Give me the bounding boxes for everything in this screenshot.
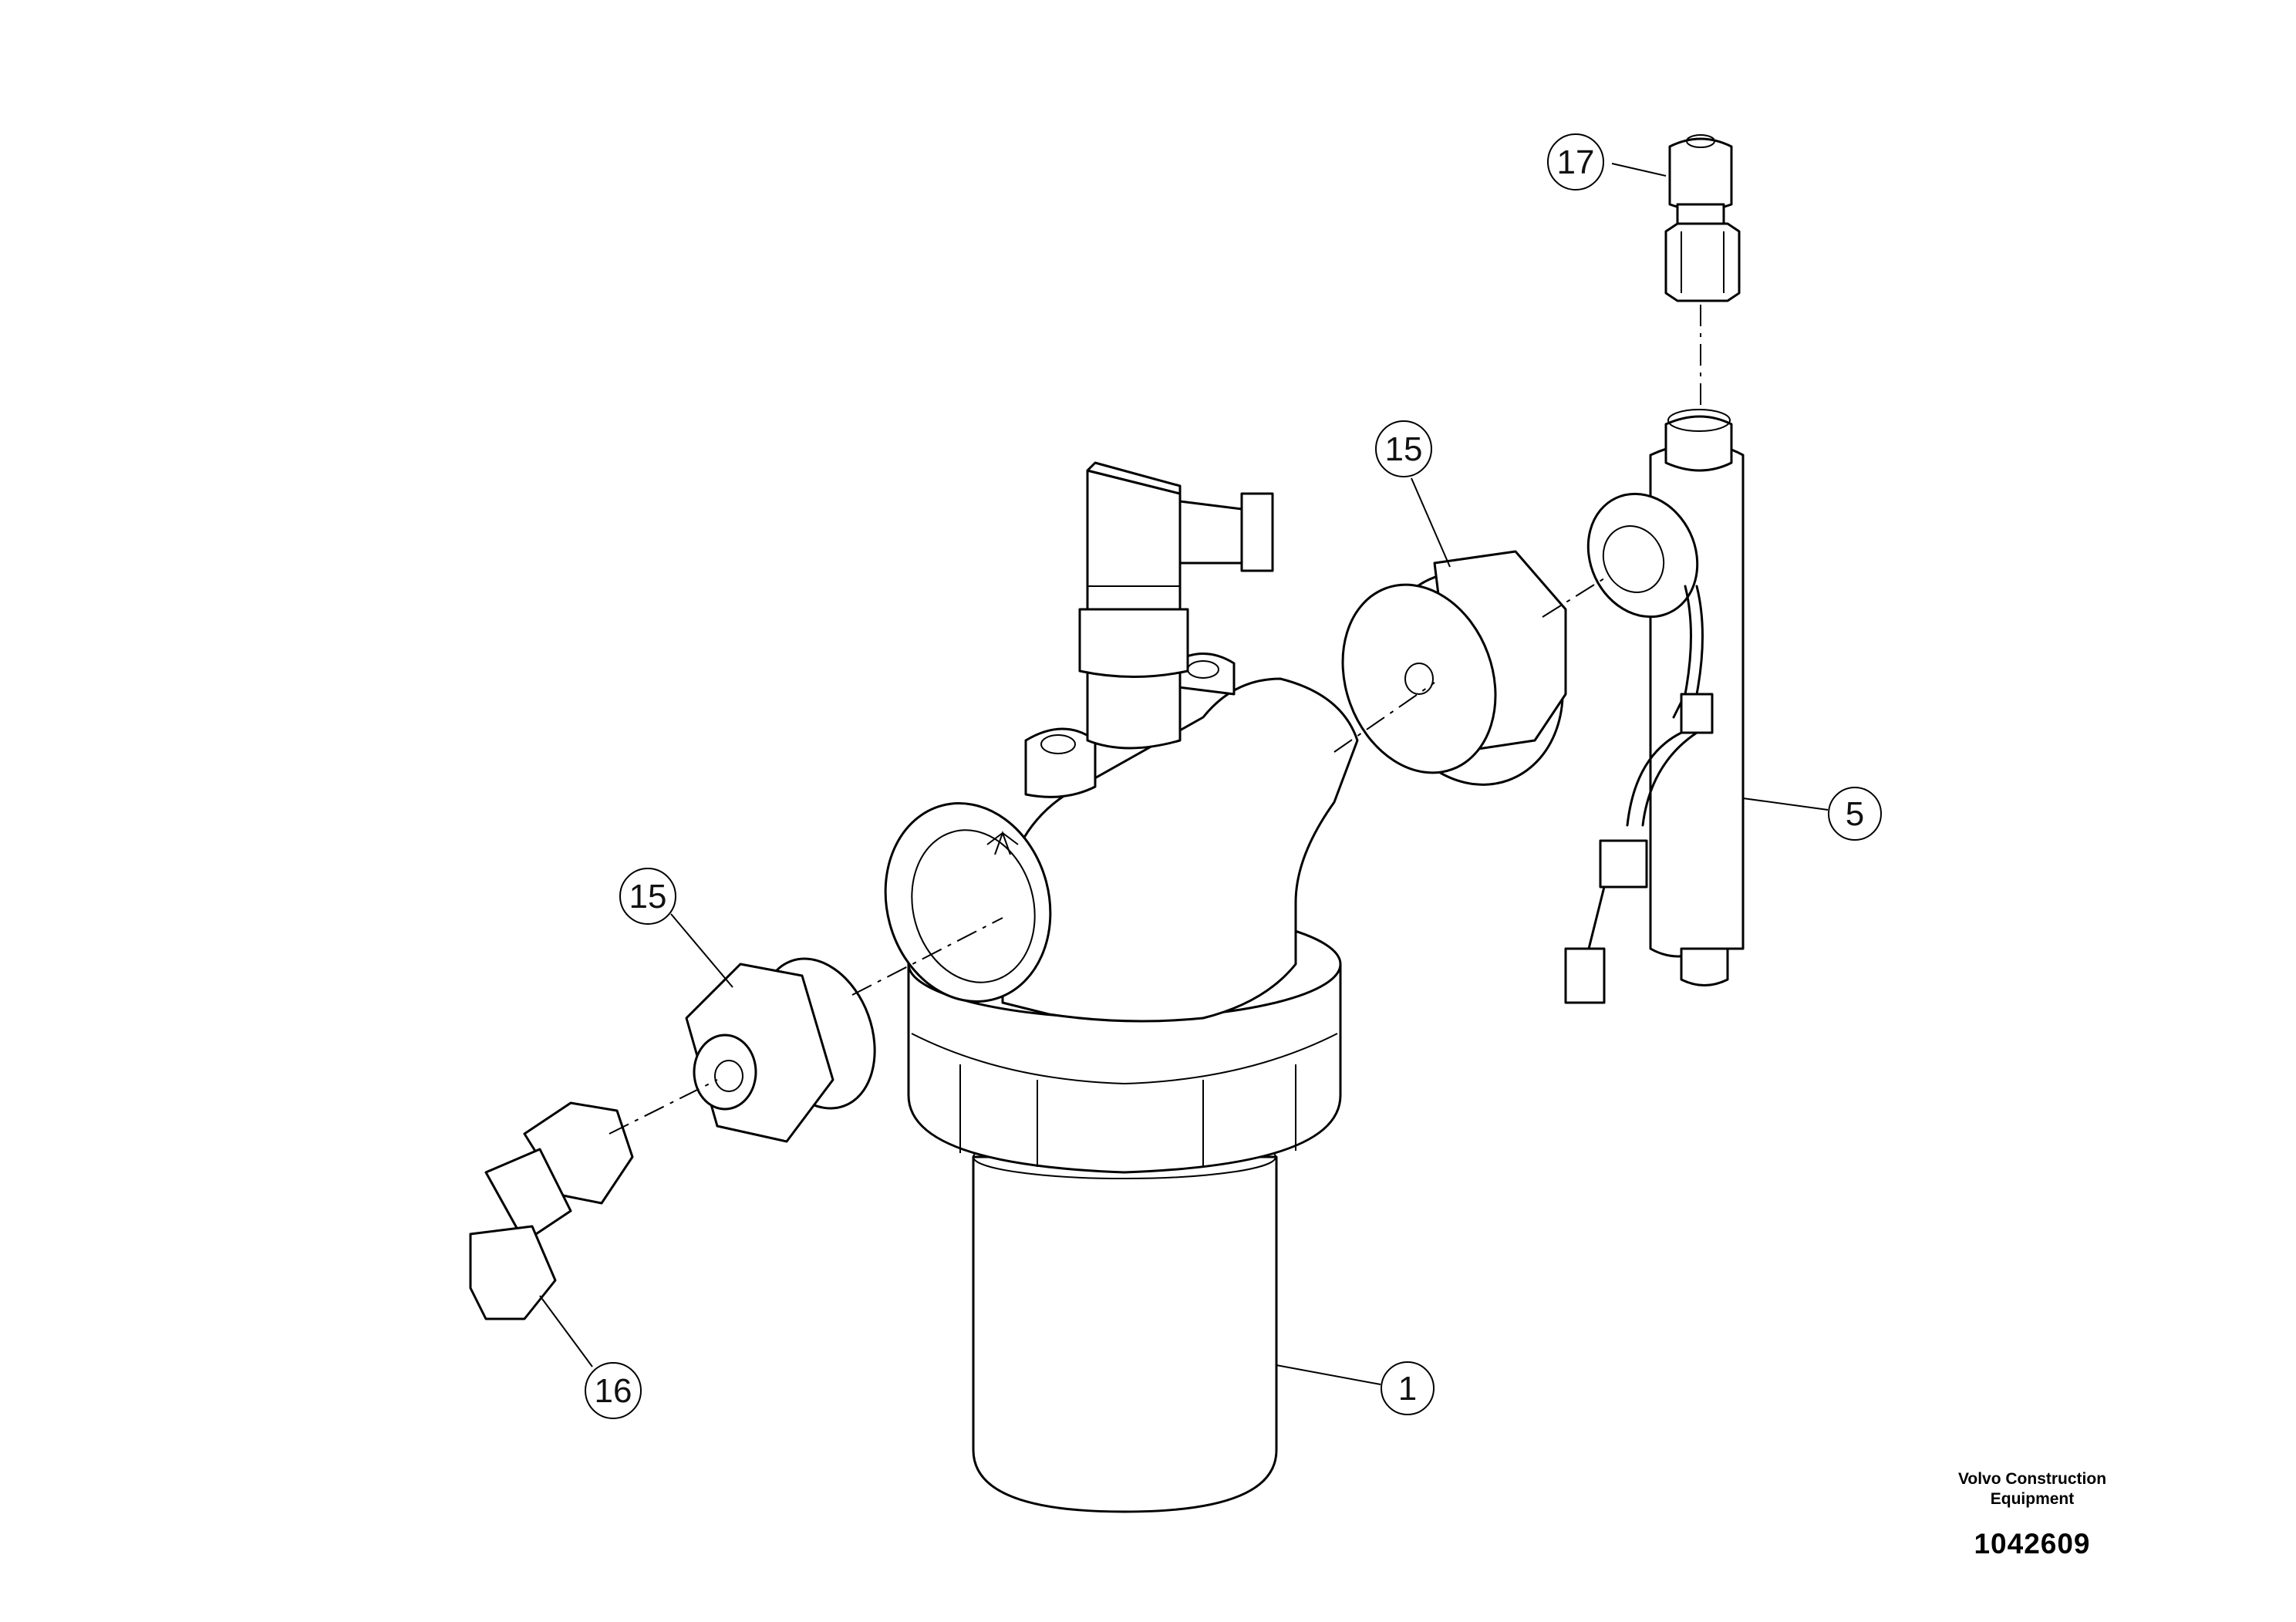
hex-plug-right — [1341, 550, 1567, 786]
callout-15-left: 15 — [619, 868, 676, 925]
drawing-number: 1042609 — [1974, 1528, 2091, 1560]
callout-1: 1 — [1381, 1361, 1435, 1415]
assembly-centerlines — [609, 305, 1701, 1135]
title-block: Volvo Construction Equipment 1042609 — [1882, 1469, 2183, 1560]
svg-text:15: 15 — [629, 878, 667, 916]
svg-text:16: 16 — [595, 1372, 632, 1410]
maker-name-line2: Equipment — [1990, 1490, 2075, 1508]
callout-5: 5 — [1828, 787, 1882, 841]
callout-15-right: 15 — [1375, 420, 1432, 477]
callout-16: 16 — [585, 1362, 642, 1419]
bleed-valve — [1664, 134, 1741, 302]
svg-text:1: 1 — [1398, 1370, 1417, 1408]
filter-bowl — [972, 1135, 1278, 1513]
filter-head — [884, 653, 1359, 1023]
svg-text:17: 17 — [1557, 143, 1595, 181]
callout-leaders — [539, 163, 1829, 1385]
svg-text:15: 15 — [1385, 430, 1423, 468]
hex-plug-left — [685, 957, 876, 1143]
accumulator-tube — [1564, 409, 1745, 1004]
pressure-sensor — [1078, 461, 1274, 750]
callout-17: 17 — [1547, 133, 1604, 191]
elbow-fitting — [469, 1101, 634, 1320]
svg-text:5: 5 — [1846, 795, 1864, 833]
maker-name-line1: Volvo Construction — [1957, 1470, 2107, 1488]
